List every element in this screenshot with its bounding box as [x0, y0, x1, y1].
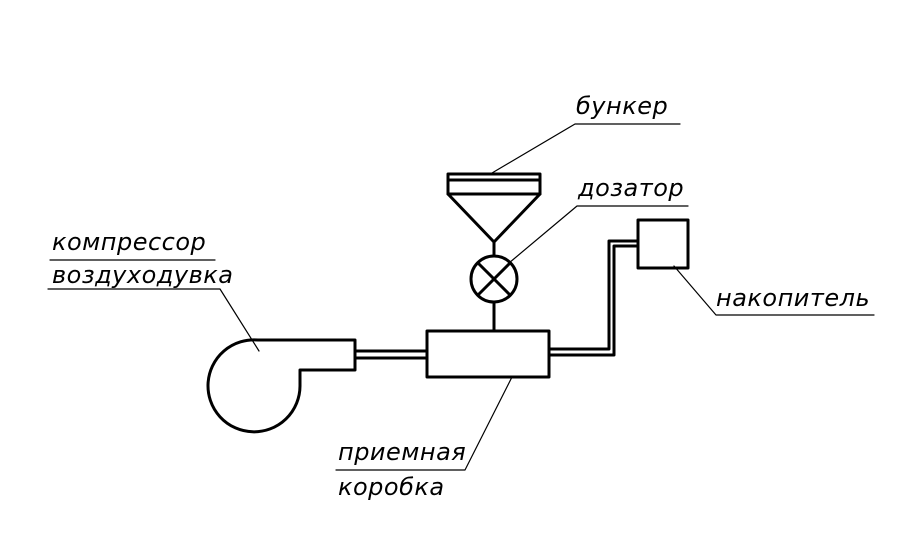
- label-receiver-line2: коробка: [338, 473, 445, 501]
- pipe-box-to-storage: [547, 239, 640, 357]
- dosing-valve: [469, 254, 519, 304]
- label-dosing: дозатор: [577, 174, 684, 202]
- hopper-bunker: [446, 172, 542, 244]
- receiving-box: [425, 329, 551, 379]
- compressor-blower: [206, 338, 357, 434]
- label-receiver-line1: приемная: [338, 438, 466, 466]
- label-storage: накопитель: [716, 284, 870, 312]
- storage-accumulator: [636, 218, 690, 270]
- pipe-compressor-to-box: [353, 349, 429, 360]
- label-bunker: бункер: [576, 92, 668, 120]
- label-compressor: компрессор: [52, 228, 206, 256]
- label-blower: воздуходувка: [52, 261, 233, 289]
- leader-lines: [47, 123, 875, 471]
